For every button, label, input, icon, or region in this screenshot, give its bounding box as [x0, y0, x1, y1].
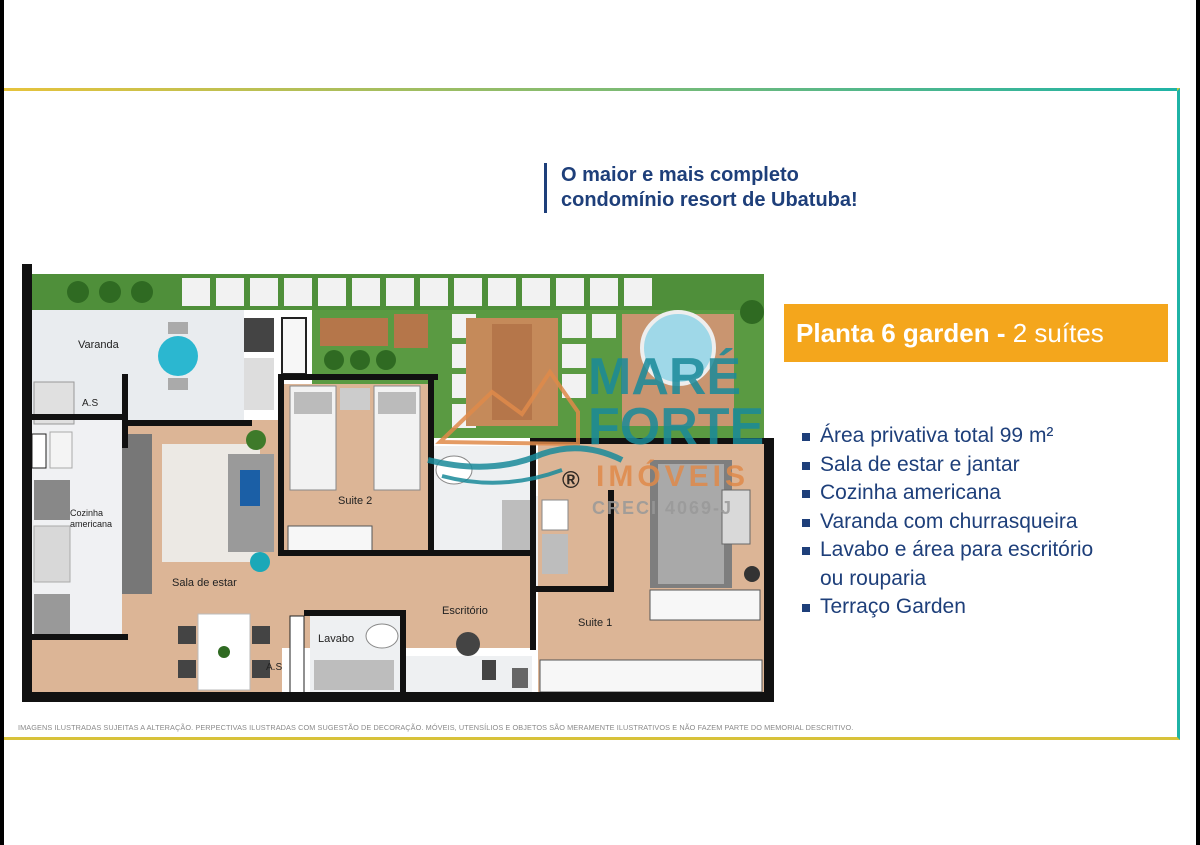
watermark-imoveis: IMÓVEIS — [596, 459, 749, 493]
page: O maior e mais completo condomínio resor… — [4, 0, 1196, 845]
label-sala-de-estar: Sala de estar — [172, 577, 237, 589]
label-cozinha-2: americana — [70, 519, 112, 529]
varanda-table — [158, 336, 198, 376]
headline-line-1: O maior e mais completo — [561, 164, 799, 186]
watermark-forte: FORTE — [588, 398, 764, 456]
features-list: Área privativa total 99 m² Sala de estar… — [802, 422, 1093, 622]
watermark-mare: MARÉ — [588, 348, 741, 406]
label-escritorio: Escritório — [442, 605, 488, 617]
label-suite-2: Suite 2 — [338, 495, 372, 507]
feature-item: Terraço Garden — [802, 593, 1093, 622]
floor-plan: Varanda A.S Cozinha americana Suite 2 Sa… — [22, 264, 774, 702]
kitchen-counter — [122, 434, 152, 594]
label-suite-1: Suite 1 — [578, 617, 612, 629]
watermark-logo: MARÉ FORTE IMÓVEIS ® CRECI 4069-J — [427, 348, 764, 518]
feature-item: Cozinha americana — [802, 479, 1093, 508]
feature-item: Varanda com churrasqueira — [802, 508, 1093, 537]
badge-bold: Planta 6 garden - — [796, 318, 1006, 348]
headline: O maior e mais completo condomínio resor… — [544, 163, 858, 213]
feature-item: Sala de estar e jantar — [802, 451, 1093, 480]
watermark-creci: CRECI 4069-J — [592, 498, 733, 518]
content-frame — [4, 88, 1180, 740]
label-varanda: Varanda — [78, 339, 120, 351]
watermark-registered: ® — [562, 467, 580, 494]
stepping-stones — [182, 278, 652, 428]
label-lavabo: Lavabo — [318, 633, 354, 645]
feature-item: Área privativa total 99 m² — [802, 422, 1093, 451]
feature-item: Lavabo e área para escritório — [802, 536, 1093, 565]
headline-line-2: condomínio resort de Ubatuba! — [561, 189, 858, 211]
disclaimer: IMAGENS ILUSTRADAS SUJEITAS A ALTERAÇÃO.… — [18, 723, 854, 732]
label-as-top: A.S — [82, 398, 98, 409]
label-as-bottom: A.S — [266, 662, 282, 673]
jacuzzi — [640, 310, 716, 386]
label-cozinha-1: Cozinha — [70, 508, 103, 518]
badge-light: 2 suítes — [1012, 318, 1104, 348]
office-floor — [406, 656, 532, 696]
plan-badge: Planta 6 garden - 2 suítes — [784, 304, 1168, 362]
feature-item-continuation: ou rouparia — [820, 566, 927, 590]
